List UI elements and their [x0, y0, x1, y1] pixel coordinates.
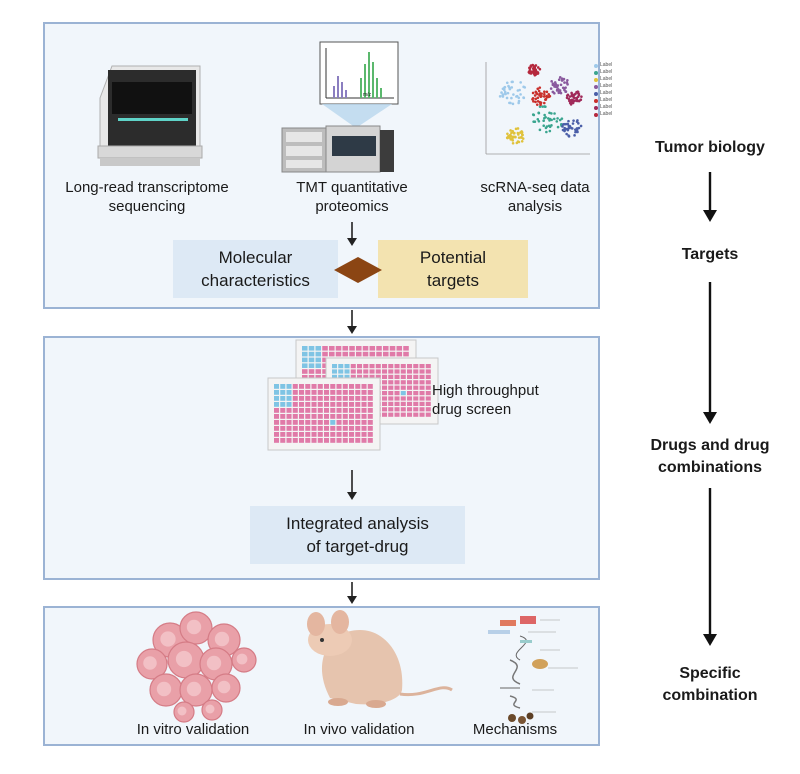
tsne-legend-item: Label: [594, 83, 624, 90]
side-targets: Targets: [681, 246, 739, 263]
side-tumor-biology: Tumor biology: [655, 139, 765, 156]
tsne-legend-label: Label: [600, 76, 613, 82]
tsne-legend-label: Label: [600, 90, 613, 96]
label-in-vivo: In vivo validation: [303, 721, 415, 738]
tsne-legend-swatch: [594, 98, 598, 103]
tsne-legend-swatch: [594, 84, 598, 89]
label-mechanisms: Mechanisms: [472, 721, 558, 738]
tsne-legend-swatch: [594, 63, 598, 68]
tsne-legend-item: Label: [594, 62, 624, 69]
tsne-legend-swatch: [594, 70, 598, 75]
label-long-read: Long-read transcriptome sequencing: [65, 179, 229, 215]
tsne-legend-swatch: [594, 105, 598, 110]
tsne-legend-item: Label: [594, 69, 624, 76]
tsne-legend-label: Label: [600, 111, 613, 117]
label-in-vitro: In vitro validation: [136, 721, 250, 738]
side-specific-combination: Specific combination: [662, 665, 758, 704]
tsne-legend-swatch: [594, 77, 598, 82]
box-potential-targets: Potential targets: [378, 240, 528, 298]
tsne-legend-item: Label: [594, 97, 624, 104]
tsne-legend-item: Label: [594, 111, 624, 118]
tsne-legend-item: Label: [594, 76, 624, 83]
tsne-legend-label: Label: [600, 69, 613, 75]
tsne-legend-label: Label: [600, 104, 613, 110]
box-molecular-characteristics: Molecular characteristics: [173, 240, 338, 298]
label-high-throughput: High throughput drug screen: [432, 382, 539, 418]
label-scrna: scRNA-seq data analysis: [480, 179, 590, 215]
tsne-legend-swatch: [594, 112, 598, 117]
label-tmt: TMT quantitative proteomics: [296, 179, 408, 215]
tsne-legend-item: Label: [594, 104, 624, 111]
box-integrated-analysis: Integrated analysis of target-drug: [250, 506, 465, 564]
tsne-legend-item: Label: [594, 90, 624, 97]
tsne-legend-label: Label: [600, 83, 613, 89]
tsne-legend-label: Label: [600, 97, 613, 103]
side-drugs: Drugs and drug combinations: [650, 437, 770, 476]
tsne-legend-label: Label: [600, 62, 613, 68]
ms-xlabel: m/z: [362, 92, 372, 98]
tsne-legend-swatch: [594, 91, 598, 96]
